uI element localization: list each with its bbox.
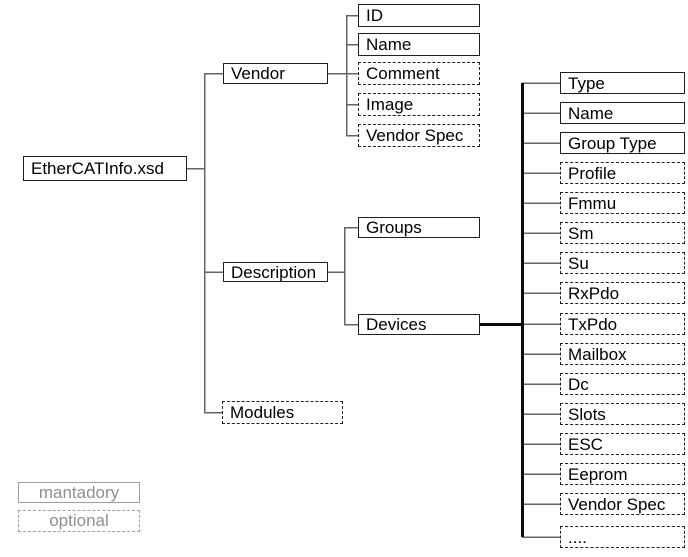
node-vendor-comment: Comment <box>358 62 480 85</box>
node-devices: Devices <box>358 314 480 335</box>
node-description: Description <box>223 262 328 282</box>
node-dev-dc: Dc <box>560 373 685 395</box>
node-dev-fmmu: Fmmu <box>560 192 685 214</box>
node-dev-group-type: Group Type <box>560 132 685 154</box>
node-vendor: Vendor <box>223 63 328 84</box>
node-dev-profile: Profile <box>560 162 685 184</box>
node-ethercatinfo-xsd: EtherCATInfo.xsd <box>23 156 187 181</box>
node-dev-vendor-spec: Vendor Spec <box>560 493 685 515</box>
node-dev-esc: ESC <box>560 433 685 455</box>
node-vendor-image: Image <box>358 93 480 116</box>
node-vendor-id: ID <box>358 4 480 27</box>
node-dev-txpdo: TxPdo <box>560 313 685 335</box>
node-dev-mailbox: Mailbox <box>560 343 685 365</box>
legend-optional-box: optional <box>18 510 140 532</box>
trunk-connectors <box>480 83 524 537</box>
legend-mandatory-box: mantadory <box>18 482 140 503</box>
node-vendor-vendor-spec: Vendor Spec <box>358 124 480 147</box>
node-modules: Modules <box>222 401 343 424</box>
node-vendor-name: Name <box>358 33 480 56</box>
node-dev-eeprom: Eeprom <box>560 463 685 485</box>
node-dev-more: .... <box>560 526 685 548</box>
node-dev-slots: Slots <box>560 403 685 425</box>
node-dev-su: Su <box>560 252 685 274</box>
node-dev-type: Type <box>560 72 685 94</box>
node-dev-rxpdo: RxPdo <box>560 282 685 304</box>
node-dev-sm: Sm <box>560 222 685 244</box>
node-groups: Groups <box>358 217 480 238</box>
node-dev-name: Name <box>560 102 685 124</box>
